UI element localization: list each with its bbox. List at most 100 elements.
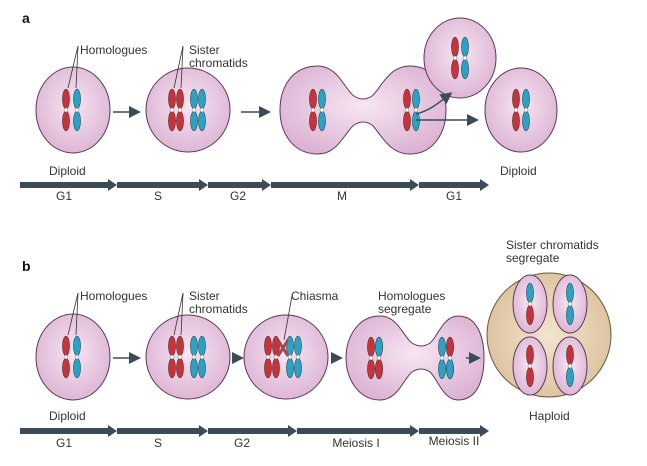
chromosome-a3-left-blue-top-arm bbox=[318, 88, 326, 110]
chromosome-a4-red-bottom-arm bbox=[451, 58, 459, 80]
chromatid-b5-1-bottom-arm bbox=[526, 304, 534, 326]
stage-a-g1: G1 bbox=[55, 189, 72, 203]
chromosome-a3-left-red-bottom-arm bbox=[309, 110, 317, 132]
chromosome-a5-red-bottom-arm bbox=[512, 110, 520, 132]
chromosome-a3-right-red-bottom-arm bbox=[403, 110, 411, 132]
stage-b-g1: G1 bbox=[55, 436, 72, 450]
chromatid-b5-3-bottom-arm bbox=[526, 366, 534, 388]
chromatid-b3-blue-1-centromere bbox=[287, 354, 293, 360]
label-haploid: Haploid bbox=[529, 409, 570, 423]
label-homologues-a: Homologues bbox=[80, 43, 148, 57]
chromatid-a2-red-1-top-arm bbox=[168, 88, 176, 110]
stage-b-g2: G2 bbox=[233, 436, 250, 450]
arrow-a-3 bbox=[415, 92, 453, 115]
label-diploid-a-right: Diploid bbox=[500, 164, 537, 178]
chromatid-b4-left-mixed-bottom-arm bbox=[375, 358, 383, 380]
chromosome-b1-blue-bottom-arm bbox=[73, 357, 81, 379]
chromatid-b4-left-1-centromere bbox=[368, 355, 374, 361]
chromatid-b4-right-1-centromere bbox=[439, 355, 445, 361]
label-chiasma: Chiasma bbox=[291, 289, 339, 303]
chromatid-b2-red-1-bottom-arm bbox=[168, 357, 176, 379]
label-sister-a-2: chromatids bbox=[189, 56, 248, 70]
panel-a-letter: a bbox=[22, 10, 30, 26]
cell-a-g1 bbox=[35, 66, 111, 154]
chromosome-b1-red-top-arm bbox=[62, 335, 70, 357]
chromosome-a3-left-red-top-arm bbox=[309, 88, 317, 110]
label-sister-b-2: chromatids bbox=[189, 302, 248, 316]
chromosome-a1-blue-bottom-arm bbox=[73, 110, 81, 132]
chromosome-a1-red-bottom-arm bbox=[62, 110, 70, 132]
chromosome-a4-blue-centromere bbox=[462, 55, 468, 61]
timeline-a bbox=[20, 179, 489, 191]
cell-b-s bbox=[145, 314, 231, 400]
chromatid-a2-blue-1-bottom-arm bbox=[190, 110, 198, 132]
chromatid-b4-right-1-bottom-arm bbox=[438, 358, 446, 380]
chromatid-b3-red-1-centromere bbox=[265, 354, 271, 360]
chromatid-b3-blue-2-top-arm bbox=[294, 335, 302, 357]
chromosome-a4-red-centromere bbox=[452, 55, 458, 61]
label-sister-segregate-1: Sister chromatids bbox=[506, 238, 599, 252]
chromatid-b2-blue-2-centromere bbox=[199, 354, 205, 360]
chromatid-b3-blue-2-bottom-arm bbox=[294, 357, 302, 379]
chromosome-a3-right-red-top-arm bbox=[403, 88, 411, 110]
chromosome-a3-left-blue-centromere bbox=[319, 107, 325, 113]
chromosome-b1-blue-centromere bbox=[74, 354, 80, 360]
cell-b-g1 bbox=[35, 313, 111, 401]
chromosome-a4-blue-top-arm bbox=[461, 36, 469, 58]
chromatid-b5-4-centromere bbox=[567, 363, 573, 369]
chromatid-b3-blue-1-bottom-arm bbox=[286, 357, 294, 379]
cell-a-dividing bbox=[279, 65, 447, 155]
chromatid-a2-red-1-centromere bbox=[169, 107, 175, 113]
chromatid-b2-blue-1-top-arm bbox=[190, 335, 198, 357]
chromatid-b4-left-mixed-top-arm bbox=[375, 336, 383, 358]
cell-b-g2 bbox=[243, 314, 329, 400]
chromatid-b2-red-1-centromere bbox=[169, 354, 175, 360]
chromosome-a3-right-blue-centromere bbox=[413, 107, 419, 113]
chromatid-b4-right-1-top-arm bbox=[438, 336, 446, 358]
chiasma-crossover bbox=[276, 339, 290, 357]
label-sister-a-1: Sister bbox=[189, 43, 220, 57]
stage-a-s: S bbox=[153, 189, 162, 203]
stage-b-s: S bbox=[153, 436, 162, 450]
chromatid-a2-blue-2-bottom-arm bbox=[198, 110, 206, 132]
cell-b-outer-haploid bbox=[486, 272, 612, 398]
chromatid-b5-1-centromere bbox=[527, 301, 533, 307]
label-diploid-b: Diploid bbox=[49, 409, 86, 423]
chromatid-b4-right-mixed-bottom-arm bbox=[446, 358, 454, 380]
chromatid-b3-red-2-centromere bbox=[273, 354, 279, 360]
chromatid-b2-blue-2-top-arm bbox=[198, 335, 206, 357]
chromatid-a2-blue-1-top-arm bbox=[190, 88, 198, 110]
chromosome-a3-right-red-centromere bbox=[404, 107, 410, 113]
chromosome-a1-blue-top-arm bbox=[73, 88, 81, 110]
label-sister-b-1: Sister bbox=[189, 289, 220, 303]
chromosome-a5-blue-bottom-arm bbox=[522, 110, 530, 132]
chromosome-a5-red-top-arm bbox=[512, 88, 520, 110]
chromatid-b2-blue-2-bottom-arm bbox=[198, 357, 206, 379]
chromatid-b4-left-mixed-centromere bbox=[376, 355, 382, 361]
chromatid-b2-blue-1-bottom-arm bbox=[190, 357, 198, 379]
chromatid-b2-blue-1-centromere bbox=[191, 354, 197, 360]
label-homologues-segregate-1: Homologues bbox=[378, 289, 446, 303]
label-sister-segregate-2: segregate bbox=[506, 251, 560, 265]
chromosome-a1-blue-centromere bbox=[74, 107, 80, 113]
chromosome-a4-red-top-arm bbox=[451, 36, 459, 58]
panel-b-letter: b bbox=[22, 258, 31, 274]
chromatid-b2-red-2-bottom-arm bbox=[176, 357, 184, 379]
chromosome-a5-blue-top-arm bbox=[522, 88, 530, 110]
chromatid-b5-2-bottom-arm bbox=[566, 304, 574, 326]
chromosome-b1-red-centromere bbox=[63, 354, 69, 360]
chromosome-b1-red-bottom-arm bbox=[62, 357, 70, 379]
chromatid-b4-right-mixed-top-arm bbox=[446, 336, 454, 358]
chromosome-a5-blue-centromere bbox=[523, 107, 529, 113]
chromatid-a2-red-2-top-arm bbox=[176, 88, 184, 110]
stage-b-meiosis-1: Meiosis I bbox=[332, 436, 380, 450]
chromosome-a3-left-red-centromere bbox=[310, 107, 316, 113]
chromatid-b5-4-top-arm bbox=[566, 344, 574, 366]
chromatid-a2-red-2-bottom-arm bbox=[176, 110, 184, 132]
chromatid-b3-red-1-top-arm bbox=[264, 335, 272, 357]
chromatid-b4-left-1-top-arm bbox=[367, 336, 375, 358]
chromatid-a2-red-2-centromere bbox=[177, 107, 183, 113]
label-homologues-segregate-2: segregate bbox=[378, 302, 432, 316]
chromatid-b3-blue-2-centromere bbox=[295, 354, 301, 360]
